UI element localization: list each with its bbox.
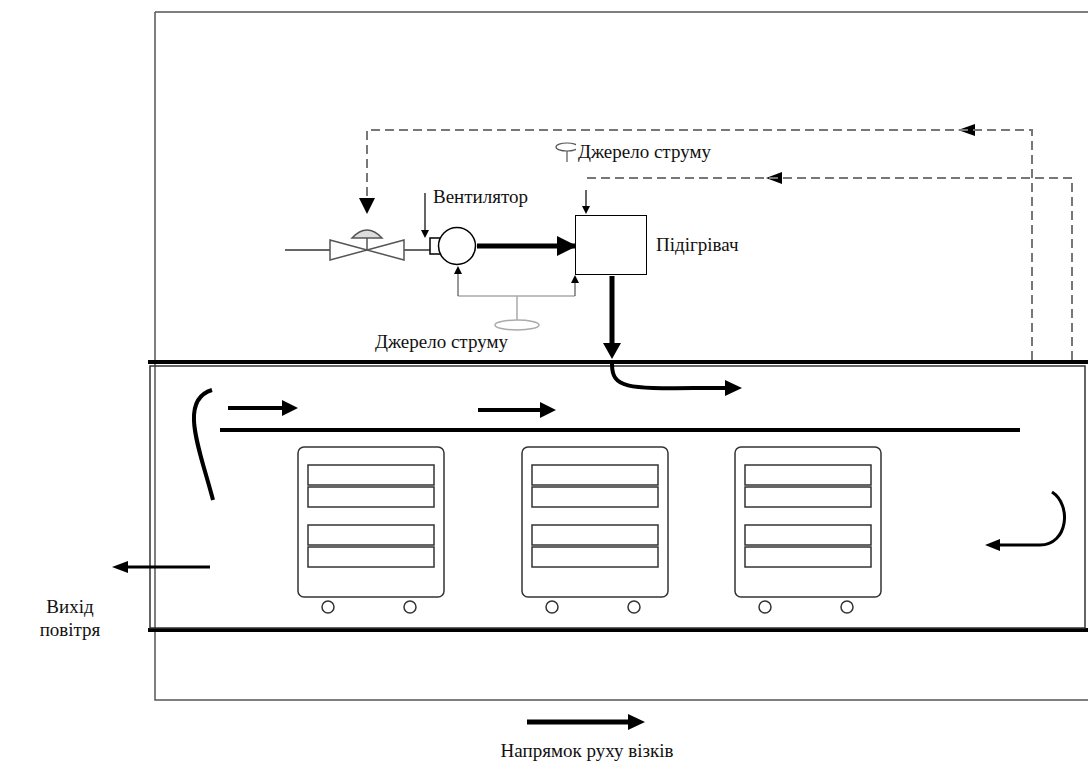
power-source-label: Джерело струму bbox=[576, 141, 713, 164]
cart bbox=[298, 447, 444, 613]
cart bbox=[735, 447, 881, 613]
baffle-plate bbox=[220, 428, 1020, 432]
node-label: Підігрівач bbox=[656, 234, 738, 257]
fan-outline bbox=[437, 226, 477, 266]
arrow-heads bbox=[112, 124, 1000, 730]
air-outlet-label: Вихід повітря bbox=[28, 596, 112, 642]
power-source-label: Джерело струму bbox=[373, 331, 510, 354]
air-duct-arrow bbox=[477, 244, 575, 249]
air-flow bbox=[128, 276, 1065, 722]
power-source-bottom bbox=[454, 266, 579, 330]
fan-circle: Вентилятор bbox=[437, 226, 477, 266]
control-line bbox=[367, 130, 1072, 360]
node-label: Вентилятор bbox=[433, 186, 528, 209]
heater-box: Підігрівач bbox=[575, 215, 647, 275]
housing bbox=[155, 12, 1088, 700]
tunnel-wall bbox=[148, 360, 1088, 364]
cart-direction-label: Напрямок руху візків bbox=[445, 740, 729, 763]
cart bbox=[522, 447, 668, 613]
valve bbox=[285, 230, 430, 260]
tunnel bbox=[150, 366, 1085, 628]
